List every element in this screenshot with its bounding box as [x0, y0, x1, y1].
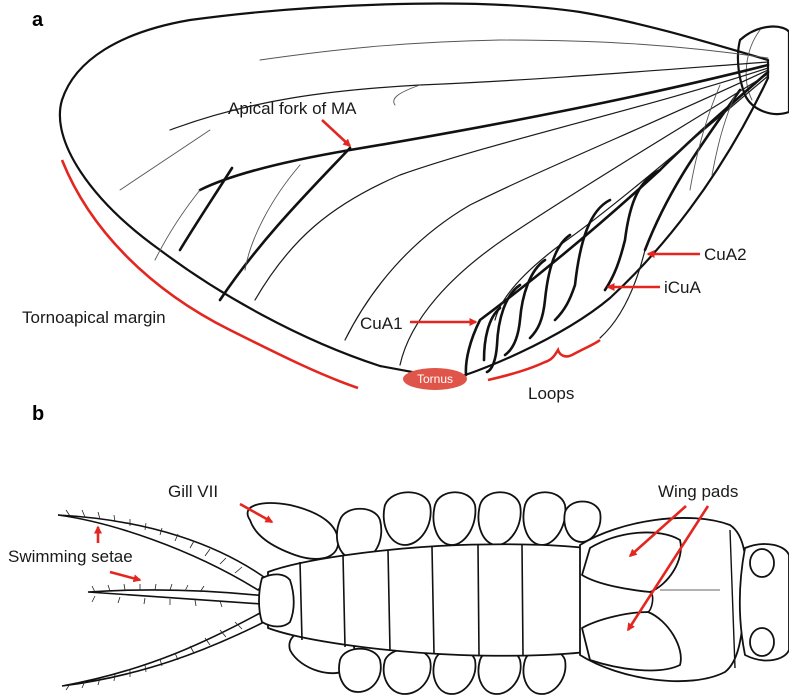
vein-thin-3	[120, 130, 210, 190]
loop-3	[530, 235, 570, 338]
tornus-label: Tornus	[417, 372, 453, 386]
vein-ma	[200, 65, 768, 190]
panel-a: a Apical	[22, 4, 789, 403]
loops-label: Loops	[528, 384, 574, 403]
tornoapical-margin-line	[62, 160, 358, 388]
gill-vii	[248, 503, 339, 559]
cua2-label: CuA2	[704, 245, 747, 264]
panel-b: b	[8, 403, 789, 694]
cua1-label: CuA1	[360, 314, 403, 333]
vein-icua	[600, 250, 645, 338]
gill-vi-lower	[339, 649, 381, 692]
vein-thin-8	[155, 190, 200, 260]
gill-vii-label: Gill VII	[168, 482, 218, 501]
compound-eye-upper	[750, 549, 774, 577]
tornoapical-margin-label: Tornoapical margin	[22, 308, 166, 327]
vein-ma2	[180, 168, 232, 250]
caudal-filament-middle	[88, 590, 265, 604]
vein-thin-7	[495, 76, 768, 320]
apical-fork-arrow	[322, 120, 350, 146]
gill-v-upper	[384, 492, 431, 545]
gill-v-lower	[384, 649, 431, 694]
panel-b-letter: b	[32, 403, 44, 425]
icua-label: iCuA	[664, 278, 702, 297]
swimming-setae-arrow-lower	[110, 572, 140, 580]
apical-fork-label: Apical fork of MA	[228, 99, 357, 118]
wing-pads-label: Wing pads	[658, 482, 738, 501]
vein-crossvein-1	[394, 85, 420, 105]
gill-iii-upper	[479, 492, 521, 545]
loop-1	[605, 170, 660, 290]
panel-a-letter: a	[32, 9, 44, 31]
vein-thin-1	[170, 62, 768, 130]
loop-2	[555, 200, 610, 320]
vein-thin-2	[260, 40, 768, 60]
swimming-setae-label: Swimming setae	[8, 547, 133, 566]
caudal-filament-lower	[62, 612, 268, 686]
gill-ii-upper	[524, 492, 566, 545]
vein-cua1	[466, 72, 768, 375]
gill-iv-upper	[434, 492, 476, 545]
vein-ma-fork-posterior	[220, 148, 350, 300]
compound-eye-lower	[750, 628, 774, 656]
caudal-filaments	[58, 510, 268, 690]
terminal-segment	[259, 574, 294, 626]
